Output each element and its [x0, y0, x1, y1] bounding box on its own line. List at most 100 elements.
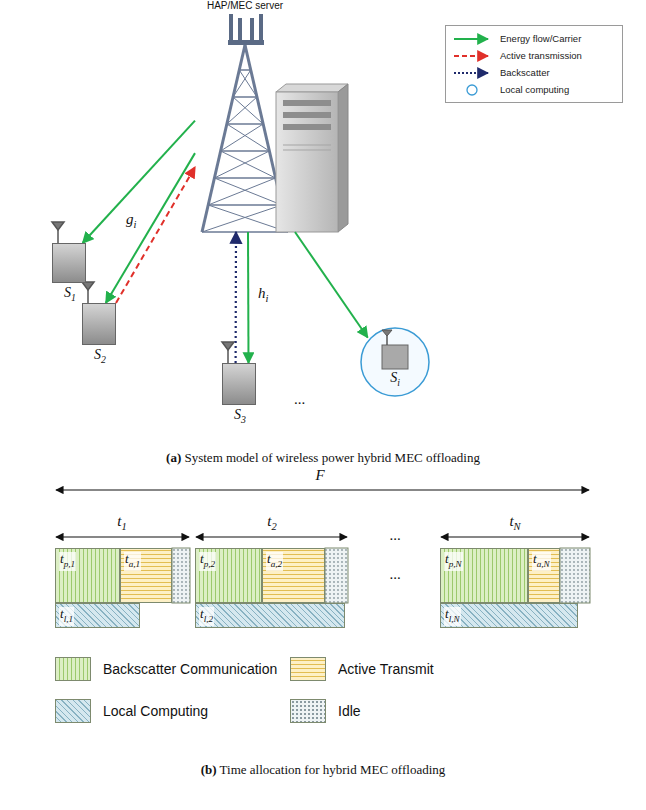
local-slot: tl,N — [440, 603, 578, 628]
legend-entry: Active transmission — [452, 47, 616, 64]
local-computing-circle — [359, 326, 431, 398]
backscatter-slot: tp,1 — [55, 548, 120, 603]
caption-body: Time allocation for hybrid MEC offloadin… — [217, 762, 446, 777]
caption: (a) System model of wireless power hybri… — [0, 450, 646, 466]
slot-length: tN — [495, 512, 535, 536]
server-icon — [276, 84, 348, 232]
base-station: HAP/MEC server — [195, 0, 295, 232]
legend-text: Backscatter Communication — [103, 661, 277, 677]
caption: (b) Time allocation for hybrid MEC offlo… — [0, 762, 646, 778]
symbol: t — [445, 551, 449, 566]
backscatter-arrow — [235, 232, 238, 363]
symbol: S — [94, 347, 101, 362]
legend-swatch — [452, 84, 492, 96]
symbol: t — [509, 513, 513, 529]
active-slot: ta,N — [528, 548, 560, 603]
slot-length: t2 — [252, 512, 292, 536]
subscript: 3 — [241, 414, 246, 425]
node-label: ta,2 — [266, 552, 283, 571]
energy-flow-arrow — [247, 232, 250, 363]
subscript: a,1 — [129, 559, 140, 569]
legend-box: Energy flow/CarrierActive transmissionBa… — [445, 25, 623, 103]
node-label: ta,1 — [124, 552, 141, 571]
subscript: l,1 — [64, 614, 73, 624]
node-label: ta,N — [532, 552, 551, 571]
symbol: t — [267, 513, 271, 529]
symbol: t — [445, 606, 449, 621]
legend-entry: Energy flow/Carrier — [452, 30, 616, 47]
node-label: S2 — [73, 347, 127, 368]
caption-tag: (a) — [166, 450, 181, 465]
node-label: tl,N — [444, 607, 461, 626]
subscript: i — [266, 293, 269, 304]
legend-swatch — [55, 657, 91, 681]
legend-entry: Local Computing — [55, 699, 208, 723]
sensor-device: S1 — [52, 243, 86, 283]
legend-entry: Local computing — [452, 81, 616, 98]
tower-icon — [202, 14, 288, 232]
legend-text: Local computing — [500, 84, 569, 95]
symbol: t — [267, 551, 271, 566]
legend-swatch — [55, 699, 91, 723]
legend-text: Energy flow/Carrier — [500, 33, 581, 44]
legend-swatch — [452, 50, 492, 62]
subscript: N — [514, 521, 521, 532]
legend-entry: Backscatter Communication — [55, 657, 277, 681]
node-label: tl,2 — [199, 607, 214, 626]
subscript: 1 — [121, 521, 126, 532]
node-label: tp,N — [444, 552, 463, 571]
subscript: p,1 — [64, 559, 75, 569]
symbol: t — [125, 551, 129, 566]
legend-text: Local Computing — [103, 703, 208, 719]
legend-text: Idle — [338, 703, 361, 719]
node-label: tp,2 — [199, 552, 216, 571]
node-label: HAP/MEC server — [195, 0, 295, 12]
sensor-device: S3 — [222, 363, 256, 405]
symbol: t — [200, 551, 204, 566]
caption-tag: (b) — [201, 762, 217, 777]
channel-label: gi — [126, 210, 136, 234]
symbol: g — [126, 211, 134, 227]
legend-swatch — [452, 33, 492, 45]
node-label: S3 — [213, 407, 267, 428]
symbol: t — [60, 606, 64, 621]
backscatter-slot: tp,N — [440, 548, 528, 603]
subscript: l,N — [449, 614, 460, 624]
legend-swatch — [290, 657, 326, 681]
legend-swatch — [452, 67, 492, 79]
local-slot: tl,2 — [195, 603, 345, 628]
active-slot: ta,2 — [262, 548, 325, 603]
backscatter-slot: tp,2 — [195, 548, 262, 603]
legend-text: Active transmission — [500, 50, 582, 61]
subscript: 1 — [71, 292, 76, 303]
node-label: Si — [359, 370, 431, 391]
span-arrow — [56, 490, 589, 537]
subscript: 2 — [101, 354, 106, 365]
local-slot: tl,1 — [55, 603, 140, 628]
symbol: t — [533, 551, 537, 566]
subscript: p,N — [449, 559, 462, 569]
frame-length: F — [300, 466, 340, 484]
active-transmission-arrow — [116, 167, 195, 303]
subscript: p,2 — [204, 559, 215, 569]
channel-label: hi — [258, 284, 268, 308]
subscript: a,2 — [271, 559, 282, 569]
legend-entry: Backscatter — [452, 64, 616, 81]
node-label: tp,1 — [59, 552, 76, 571]
symbol: S — [64, 285, 71, 300]
legend-swatch — [290, 699, 326, 723]
symbol: t — [117, 513, 121, 529]
ellipsis: ... — [375, 526, 415, 544]
legend-entry: Active Transmit — [290, 657, 434, 681]
caption-body: System model of wireless power hybrid ME… — [181, 450, 480, 465]
legend-text: Backscatter — [500, 67, 550, 78]
symbol: S — [234, 407, 241, 422]
ellipsis: ... — [375, 565, 415, 583]
symbol: h — [258, 285, 266, 301]
slot-length: t1 — [102, 512, 142, 536]
symbol: t — [200, 606, 204, 621]
subscript: i — [397, 377, 400, 388]
local-device: Si — [359, 326, 431, 398]
